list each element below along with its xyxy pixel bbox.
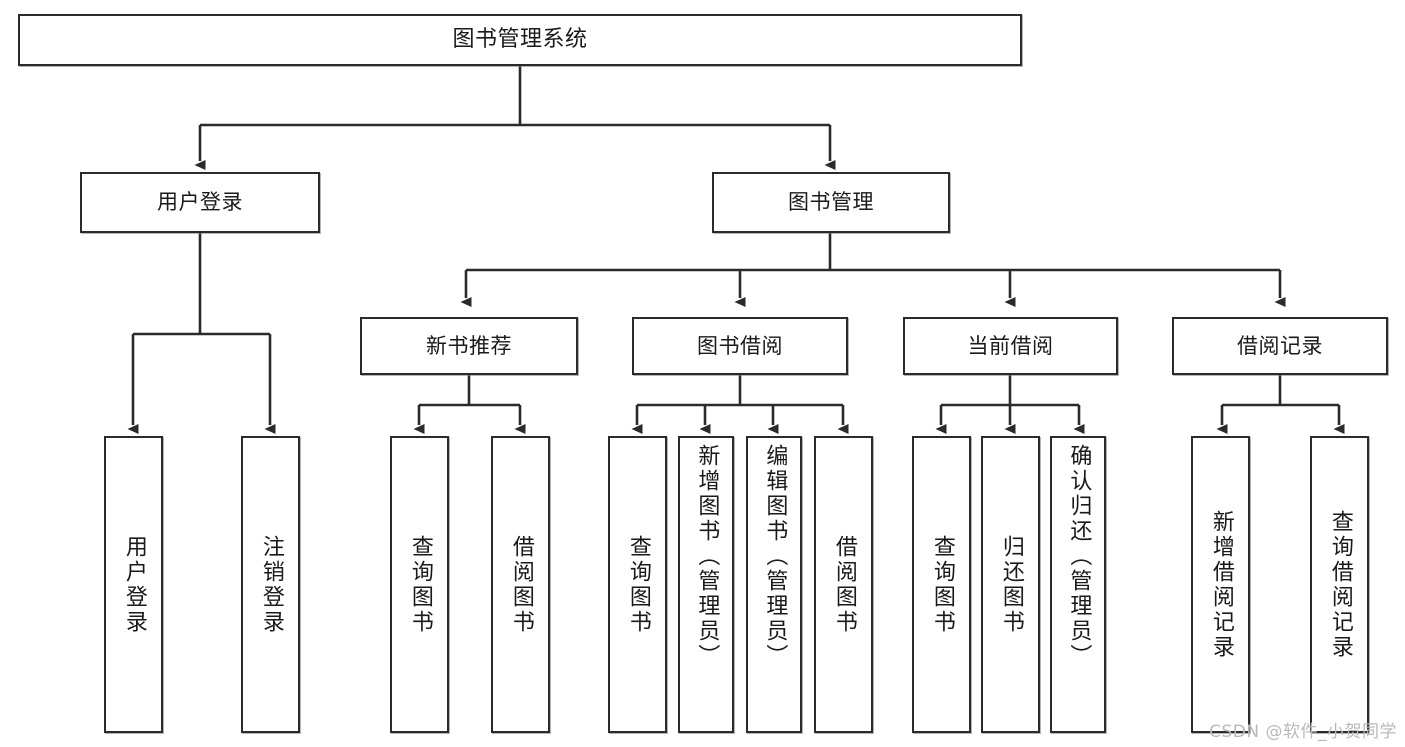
node-borrow-record[interactable]: 借阅记录 <box>1172 317 1388 375</box>
node-root-label: 图书管理系统 <box>452 27 588 53</box>
watermark-text: CSDN @软件_小贺同学 <box>1209 722 1397 742</box>
node-current-borrow[interactable]: 当前借阅 <box>903 317 1118 375</box>
node-book-management[interactable]: 图书管理 <box>712 172 950 233</box>
node-leaf-user-login-label: 用户登录 <box>121 534 147 635</box>
node-leaf-edit-book-admin-label: 编辑图书（管理员） <box>762 444 788 669</box>
node-leaf-borrow-book-2-label: 借阅图书 <box>831 534 857 635</box>
node-leaf-logout-label: 注销登录 <box>258 534 284 635</box>
node-leaf-query-borrow-record-label: 查询借阅记录 <box>1327 509 1353 660</box>
node-leaf-borrow-book-2[interactable]: 借阅图书 <box>814 436 873 733</box>
node-leaf-query-borrow-record[interactable]: 查询借阅记录 <box>1310 436 1369 733</box>
node-leaf-add-book-admin-label: 新增图书（管理员） <box>694 444 720 669</box>
node-new-book-recommend[interactable]: 新书推荐 <box>360 317 578 375</box>
node-book-management-label: 图书管理 <box>788 190 874 215</box>
node-leaf-logout[interactable]: 注销登录 <box>241 436 300 733</box>
node-leaf-borrow-book-1-label: 借阅图书 <box>508 534 534 635</box>
node-leaf-query-book-1-label: 查询图书 <box>407 534 433 635</box>
node-leaf-add-book-admin[interactable]: 新增图书（管理员） <box>678 436 734 733</box>
node-user-login-label: 用户登录 <box>157 190 243 215</box>
node-leaf-confirm-return-admin-label: 确认归还（管理员） <box>1066 444 1092 669</box>
node-leaf-confirm-return-admin[interactable]: 确认归还（管理员） <box>1050 436 1106 733</box>
node-new-book-recommend-label: 新书推荐 <box>426 333 512 358</box>
node-leaf-add-borrow-record-label: 新增借阅记录 <box>1208 509 1234 660</box>
node-leaf-return-book-label: 归还图书 <box>998 534 1024 635</box>
node-leaf-query-book-3[interactable]: 查询图书 <box>912 436 971 733</box>
node-book-borrow[interactable]: 图书借阅 <box>632 317 848 375</box>
node-leaf-edit-book-admin[interactable]: 编辑图书（管理员） <box>746 436 802 733</box>
node-root[interactable]: 图书管理系统 <box>18 14 1022 66</box>
node-leaf-return-book[interactable]: 归还图书 <box>981 436 1040 733</box>
node-current-borrow-label: 当前借阅 <box>967 333 1054 358</box>
node-leaf-query-book-3-label: 查询图书 <box>929 534 955 635</box>
node-leaf-borrow-book-1[interactable]: 借阅图书 <box>491 436 550 733</box>
node-book-borrow-label: 图书借阅 <box>697 333 783 358</box>
node-user-login[interactable]: 用户登录 <box>80 172 320 233</box>
node-leaf-add-borrow-record[interactable]: 新增借阅记录 <box>1191 436 1250 733</box>
node-leaf-query-book-2[interactable]: 查询图书 <box>608 436 667 733</box>
node-leaf-query-book-2-label: 查询图书 <box>625 534 651 635</box>
node-borrow-record-label: 借阅记录 <box>1237 333 1323 358</box>
node-leaf-user-login[interactable]: 用户登录 <box>104 436 163 733</box>
node-leaf-query-book-1[interactable]: 查询图书 <box>390 436 449 733</box>
